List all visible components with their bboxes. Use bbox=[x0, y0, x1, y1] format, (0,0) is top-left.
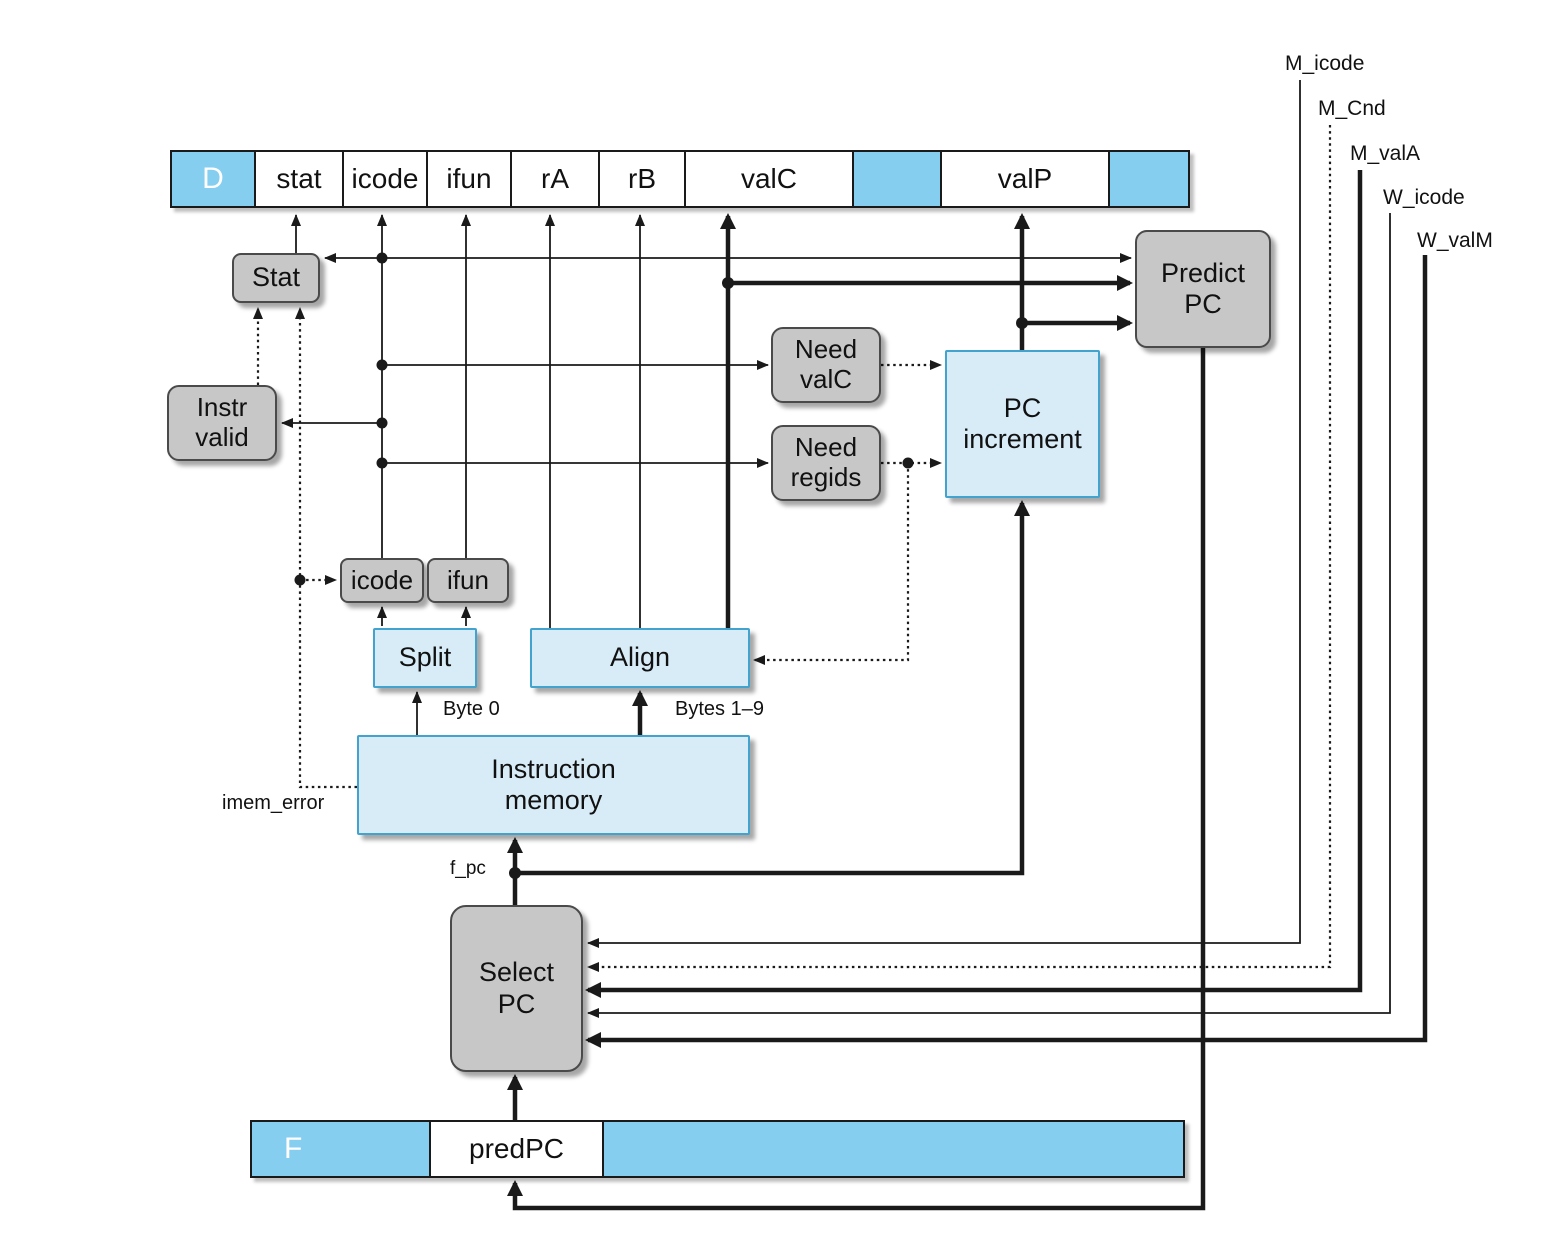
d-field-stat: stat bbox=[254, 152, 342, 206]
f-pc-label: f_pc bbox=[450, 858, 486, 879]
wire-w-icode bbox=[587, 213, 1391, 1018]
imem-error-label: imem_error bbox=[222, 792, 325, 814]
w-valm-label: W_valM bbox=[1417, 229, 1493, 252]
pipeline-register-f: F predPC bbox=[250, 1120, 1185, 1178]
icode-register: icode bbox=[340, 558, 424, 603]
wire-imem-error-to-stat bbox=[295, 307, 357, 789]
d-field-rb: rB bbox=[598, 152, 684, 206]
stat-unit: Stat bbox=[232, 253, 320, 303]
instr-valid-unit: Instr valid bbox=[167, 385, 277, 461]
need-valc-unit: Need valC bbox=[771, 327, 881, 403]
wire-m-vala bbox=[585, 170, 1363, 998]
wire-need-regids-to-align bbox=[753, 463, 910, 665]
m-vala-label: M_valA bbox=[1350, 142, 1421, 165]
need-regids-unit: Need regids bbox=[771, 425, 881, 501]
w-icode-label: W_icode bbox=[1383, 186, 1465, 209]
d-field-valp: valP bbox=[940, 152, 1108, 206]
align-unit: Align bbox=[530, 628, 750, 688]
wire-predict-pc-to-freg bbox=[507, 348, 1206, 1211]
d-field-valc: valC bbox=[684, 152, 852, 206]
f-field-predpc: predPC bbox=[429, 1122, 602, 1176]
d-field-blank-2 bbox=[1108, 152, 1188, 206]
instruction-memory-unit: Instruction memory bbox=[357, 735, 750, 835]
wire-m-icode bbox=[587, 80, 1301, 948]
predict-pc-unit: Predict PC bbox=[1135, 230, 1271, 348]
junction-dots bbox=[294, 252, 1028, 879]
bytes1-9-label: Bytes 1–9 bbox=[675, 698, 764, 720]
f-register-label: F bbox=[252, 1122, 429, 1176]
pipeline-register-d: D stat icode ifun rA rB valC valP bbox=[170, 150, 1190, 208]
d-register-label: D bbox=[172, 152, 254, 206]
wire-m-cnd bbox=[587, 125, 1332, 972]
m-icode-label: M_icode bbox=[1285, 52, 1365, 75]
m-cnd-label: M_Cnd bbox=[1318, 97, 1386, 120]
split-unit: Split bbox=[373, 628, 477, 688]
byte0-label: Byte 0 bbox=[443, 698, 500, 720]
wire-w-valm bbox=[585, 255, 1428, 1048]
d-field-ra: rA bbox=[510, 152, 598, 206]
f-field-blank bbox=[602, 1122, 1183, 1176]
pc-increment-unit: PC increment bbox=[945, 350, 1100, 498]
select-pc-unit: Select PC bbox=[450, 905, 583, 1072]
wire-fpc-to-pc-increment bbox=[515, 500, 1030, 876]
d-field-ifun: ifun bbox=[426, 152, 510, 206]
ifun-register: ifun bbox=[427, 558, 509, 603]
d-field-blank-1 bbox=[852, 152, 940, 206]
d-field-icode: icode bbox=[342, 152, 426, 206]
